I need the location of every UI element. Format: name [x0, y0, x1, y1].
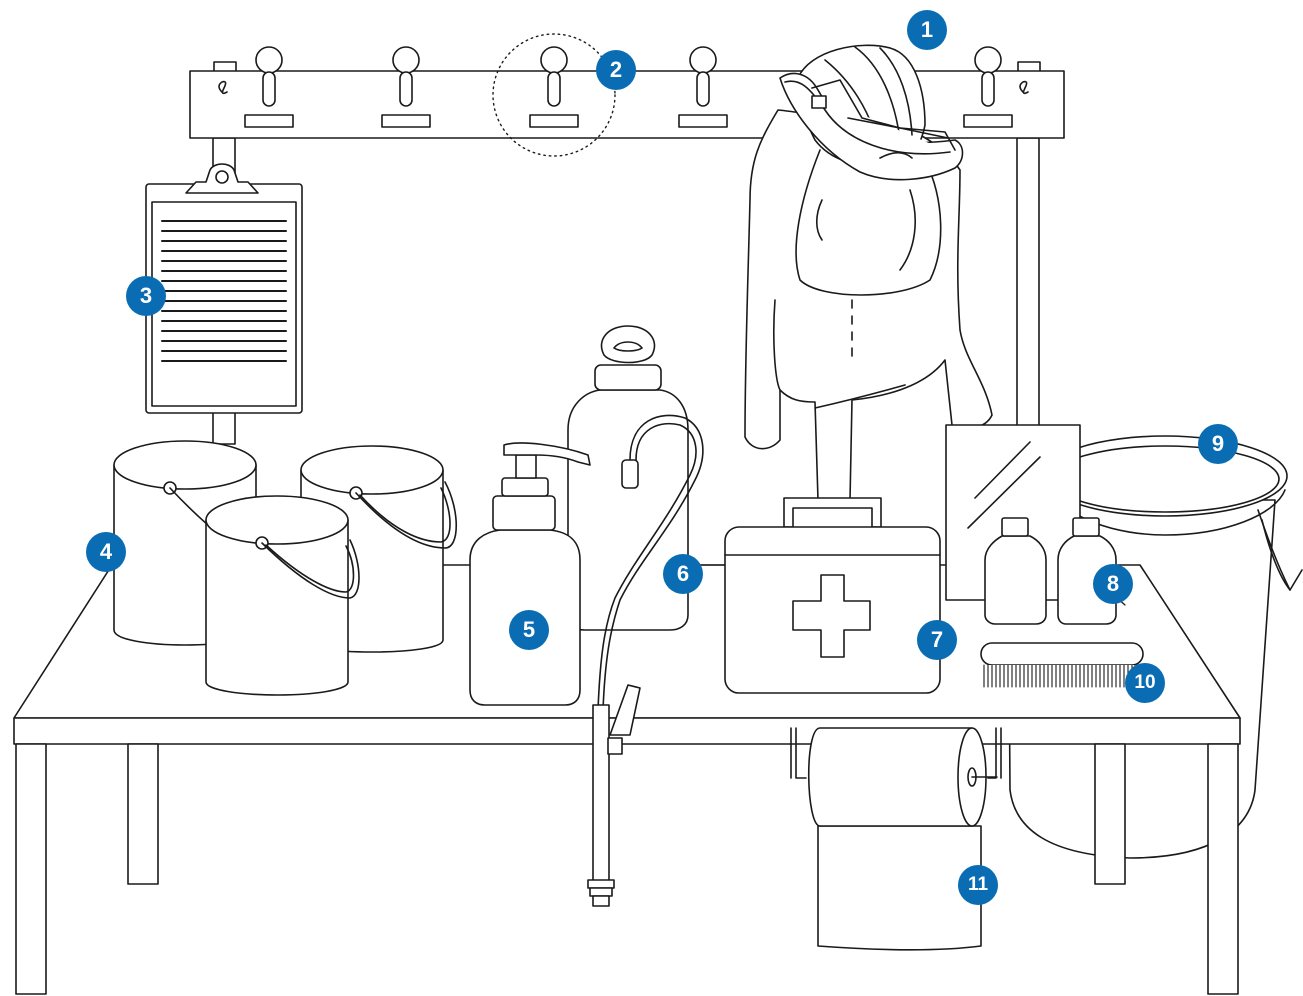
helmet-with-visor: [779, 44, 964, 181]
hook-label: [381, 114, 431, 128]
hook-clip-right: [1019, 80, 1029, 95]
table-leg: [15, 743, 47, 995]
coat-hook: [381, 46, 431, 128]
scrub-brush: [980, 642, 1144, 688]
hook-label: [529, 114, 579, 128]
callout-badge-4: 4: [86, 532, 126, 572]
table-leg: [1207, 743, 1239, 995]
table-leg: [1094, 743, 1126, 885]
hook-label: [244, 114, 294, 128]
pump-sprayer: [567, 325, 704, 907]
callout-badge-6: 6: [663, 554, 703, 594]
hook-label: [963, 114, 1013, 128]
soap-dispenser: [469, 442, 591, 706]
first-aid-kit: [724, 497, 941, 694]
clipboard-checklist: [145, 163, 303, 414]
callout-badge-11: 11: [958, 865, 998, 905]
small-bottles: [984, 517, 1117, 625]
coat-hook-highlighted: [492, 33, 616, 157]
callout-badge-10: 10: [1125, 663, 1165, 703]
checklist-lines: [161, 220, 287, 362]
paper-towel-holder: [790, 727, 1002, 951]
coat-hook: [244, 46, 294, 128]
paint-cans: [113, 440, 458, 696]
small-bottle: [984, 517, 1047, 625]
callout-badge-2: 2: [596, 50, 636, 90]
coat-hook: [963, 46, 1013, 128]
hook-highlight-ring: [492, 33, 616, 157]
callout-badge-3: 3: [126, 276, 166, 316]
paint-can: [205, 495, 360, 696]
callout-badge-8: 8: [1093, 564, 1133, 604]
hook-clip-left: [218, 80, 228, 95]
table-leg: [127, 743, 159, 885]
callout-badge-9: 9: [1198, 424, 1238, 464]
hook-label: [678, 114, 728, 128]
small-bottle: [1057, 517, 1117, 625]
coat-hook: [678, 46, 728, 128]
rack-post-right: [1016, 137, 1040, 429]
callout-badge-7: 7: [917, 620, 957, 660]
callout-badge-1: 1: [907, 10, 947, 50]
callout-badge-5: 5: [509, 610, 549, 650]
